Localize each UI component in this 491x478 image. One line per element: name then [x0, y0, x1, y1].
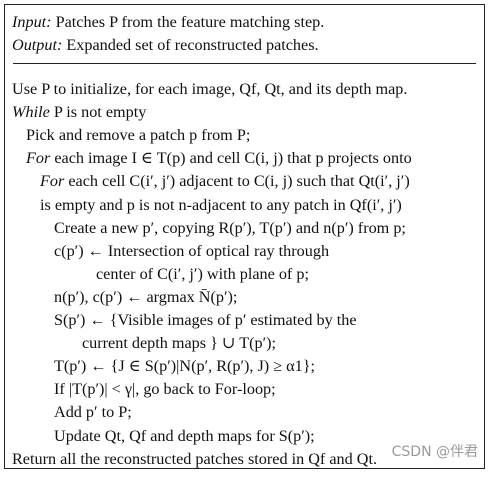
algorithm-line: If |T(p′)| < γ|, go back to For-loop; [54, 380, 276, 399]
output-line: Output: Expanded set of reconstructed pa… [12, 36, 319, 55]
algorithm-line: c(p′) ← Intersection of optical ray thro… [54, 241, 330, 260]
algorithm-line: Create a new p′, copying R(p′), T(p′) an… [54, 218, 406, 237]
algorithm-line: Add p′ to P; [54, 403, 132, 422]
separator-rule [13, 63, 476, 64]
algorithm-line: center of C(i′, j′) with plane of p; [96, 264, 309, 283]
input-text: Patches P from the feature matching step… [55, 13, 325, 31]
algorithm-line: For each image I ∈ T(p) and cell C(i, j)… [26, 149, 412, 168]
algorithm-line: Use P to initialize, for each image, Qf,… [12, 80, 408, 98]
algorithm-line: T(p′) ← {J ∈ S(p′)|N(p′, R(p′), J) ≥ α1}… [54, 357, 316, 376]
input-line: Input: Patches P from the feature matchi… [12, 13, 324, 32]
algorithm-line: is empty and p is not n-adjacent to any … [40, 195, 402, 214]
input-label: Input: [12, 13, 52, 31]
algorithm-box: Input: Patches P from the feature matchi… [4, 4, 485, 469]
algorithm-line: Pick and remove a patch p from P; [26, 126, 251, 145]
output-text: Expanded set of reconstructed patches. [66, 36, 319, 54]
algorithm-line: For each cell C(i′, j′) adjacent to C(i,… [40, 172, 410, 191]
algorithm-line: S(p′) ← {Visible images of p′ estimated … [54, 311, 357, 329]
algorithm-line: current depth maps } ∪ T(p′); [82, 334, 277, 353]
algorithm-line: Update Qt, Qf and depth maps for S(p′); [54, 426, 315, 445]
algorithm-line: While P is not empty [12, 103, 147, 122]
algorithm-line: n(p′), c(p′) ← argmax N̄(p′); [54, 287, 238, 306]
watermark: CSDN @伴君 [391, 444, 478, 460]
output-label: Output: [12, 36, 63, 54]
algorithm-line: Return all the reconstructed patches sto… [12, 449, 378, 468]
